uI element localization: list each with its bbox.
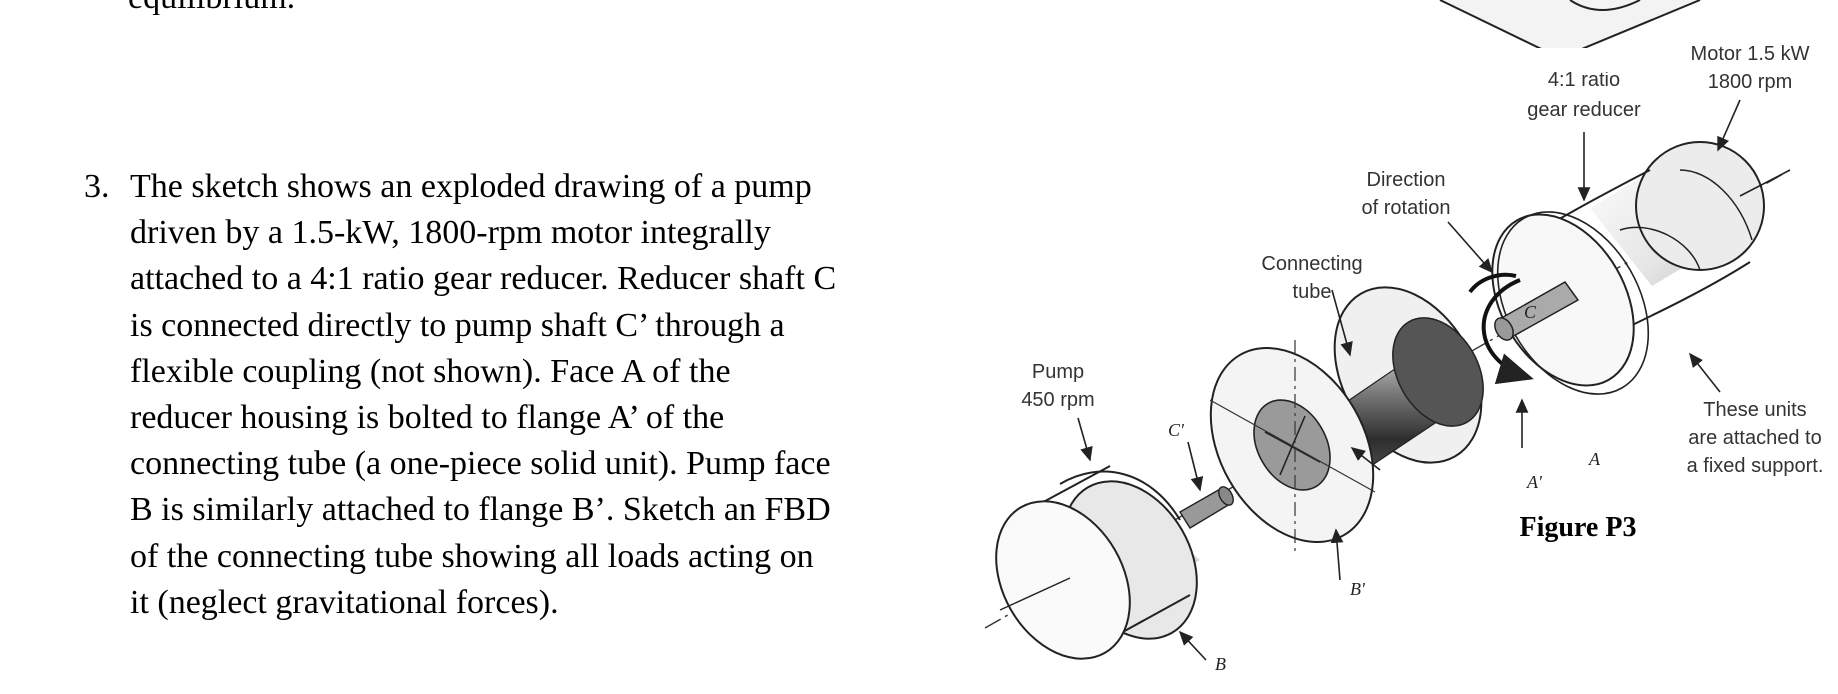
letter-c: C (1524, 302, 1537, 322)
problem-line: attached to a 4:1 ratio gear reducer. Re… (130, 260, 837, 298)
problem-line: connecting tube (a one-piece solid unit)… (130, 445, 831, 483)
rotation-arrow (1481, 278, 1534, 385)
reducer-label-overlap (1520, 48, 1650, 72)
problem-statement: The sketch shows an exploded drawing of … (130, 164, 836, 626)
problem-line: B is similarly attached to flange B’. Sk… (130, 491, 831, 529)
problem-line: flexible coupling (not shown). Face A of… (130, 352, 731, 390)
letter-c-prime: C' (1168, 420, 1185, 440)
previous-problem-tail: equilibrium. (128, 0, 295, 18)
reducer-face-a (1496, 211, 1650, 395)
problem-number: 3. (84, 168, 110, 205)
problem-line: reducer housing is bolted to flange A’ o… (130, 398, 725, 436)
reducer-shaft-c (1494, 281, 1580, 341)
letter-b: B (1215, 654, 1226, 674)
problem-line: it (neglect gravitational forces). (130, 583, 559, 621)
pump-shaft-c-prime (1179, 486, 1234, 529)
letter-a-prime: A' (1526, 472, 1543, 492)
letter-a: A (1588, 449, 1601, 469)
motor-reducer-assembly (1491, 141, 1791, 395)
problem-line: of the connecting tube showing all loads… (130, 537, 814, 575)
problem-line: is connected directly to pump shaft C’ t… (130, 306, 785, 344)
leader-lines (1077, 99, 1741, 661)
problem-line: driven by a 1.5-kW, 1800-rpm motor integ… (130, 214, 771, 252)
pump-face-b (995, 500, 1131, 660)
pump-body (995, 465, 1200, 660)
letter-b-prime: B' (1350, 579, 1366, 599)
figure-caption: Figure P3 (1520, 512, 1637, 543)
problem-line: The sketch shows an exploded drawing of … (130, 168, 812, 205)
rotation-arrow-tail (1468, 272, 1517, 294)
connecting-tube (1209, 286, 1484, 555)
